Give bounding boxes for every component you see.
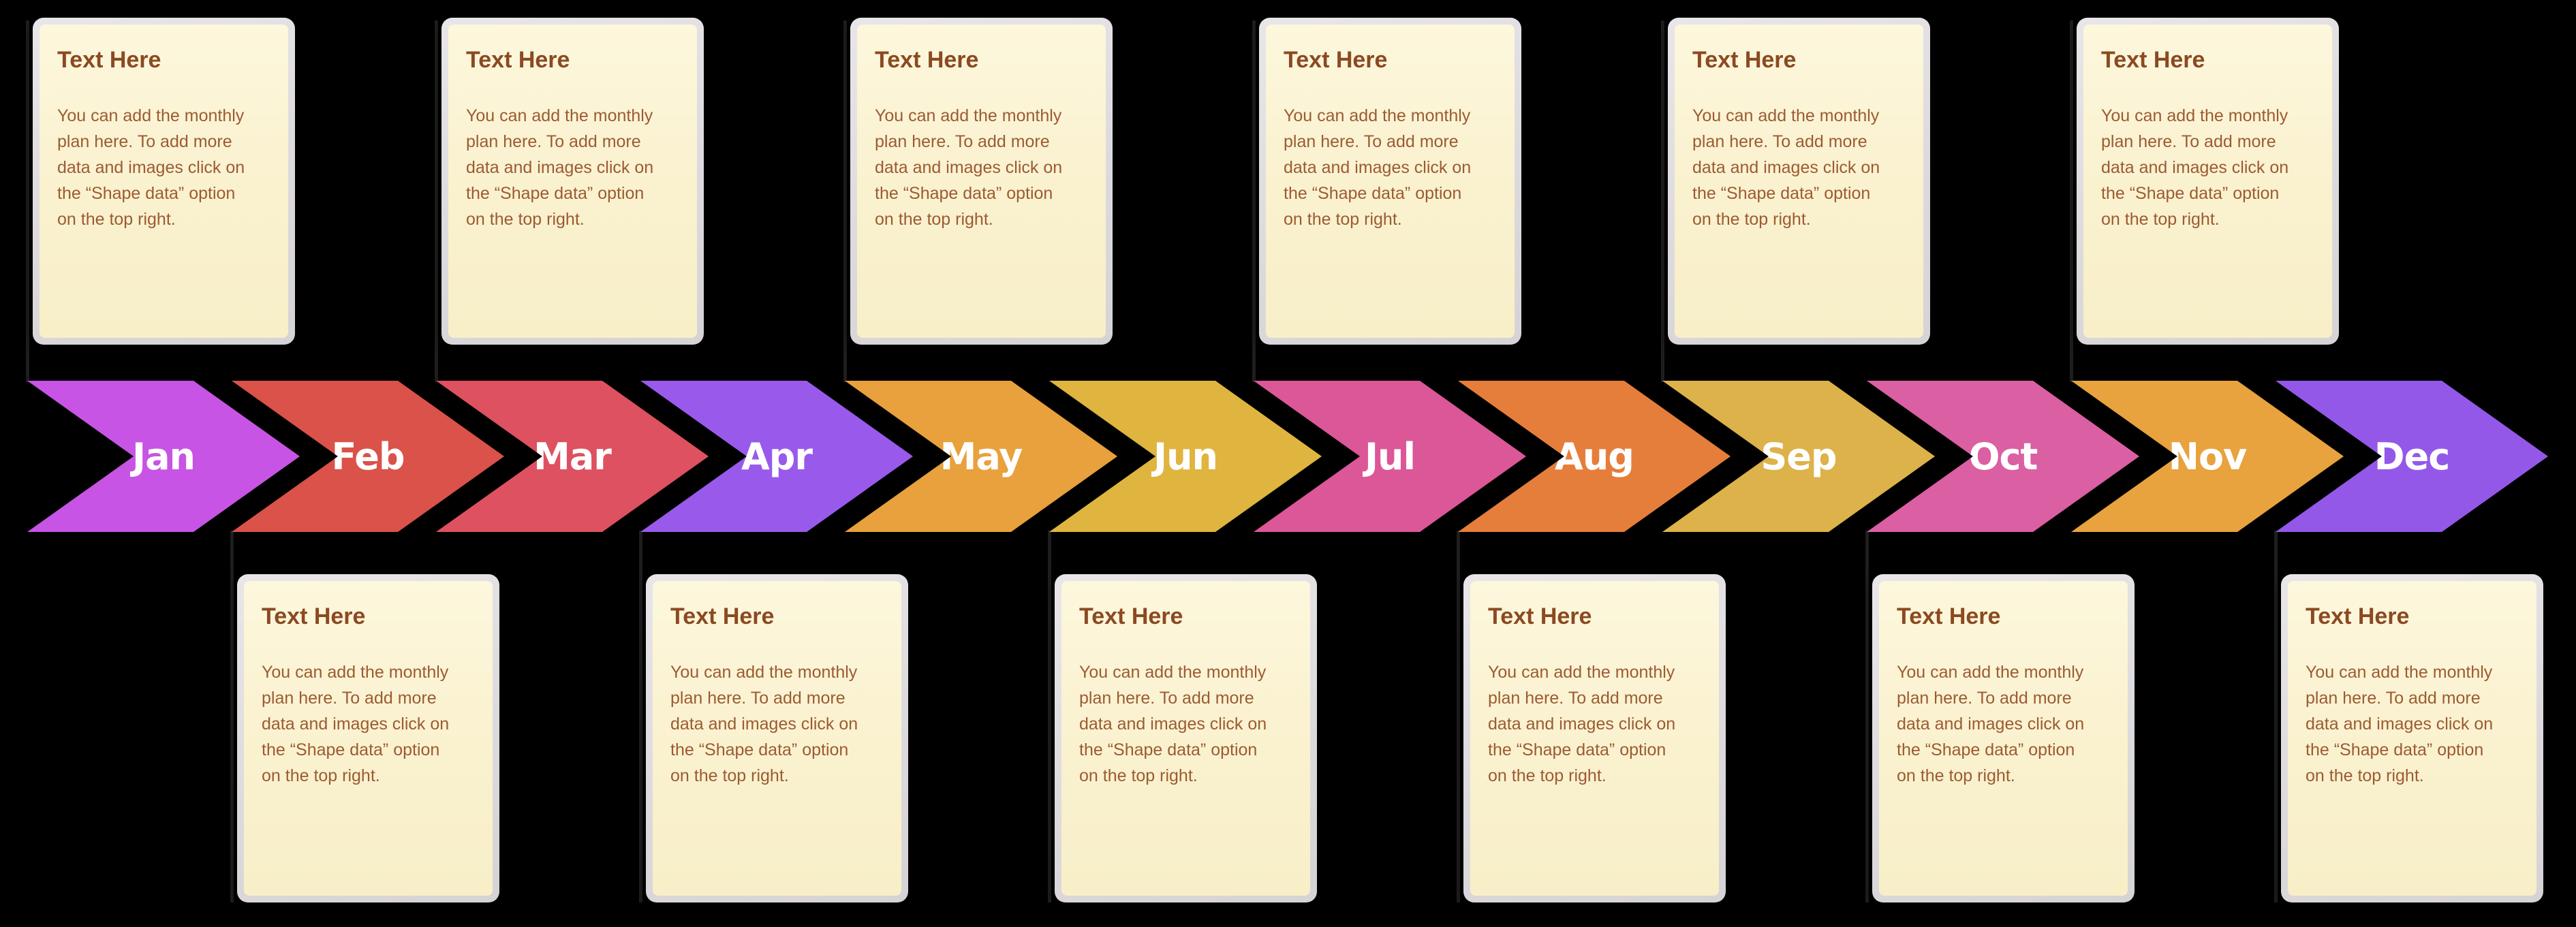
card-jan-inner: Text Here You can add the monthly plan h… bbox=[40, 25, 288, 338]
connector-feb bbox=[230, 531, 234, 902]
connector-sep bbox=[1661, 20, 1664, 382]
card-feb[interactable]: Text Here You can add the monthly plan h… bbox=[237, 574, 499, 902]
chevron-apr-label: Apr bbox=[741, 435, 813, 478]
connector-jan bbox=[26, 20, 29, 382]
card-title: Text Here bbox=[1079, 603, 1183, 629]
card-body: You can add the monthly plan here. To ad… bbox=[875, 106, 1063, 229]
card-body: You can add the monthly plan here. To ad… bbox=[1897, 662, 2085, 785]
card-nov[interactable]: Text Here You can add the monthly plan h… bbox=[2077, 18, 2339, 345]
connector-apr bbox=[639, 531, 642, 902]
card-jun[interactable]: Text Here You can add the monthly plan h… bbox=[1055, 574, 1317, 902]
card-sep[interactable]: Text Here You can add the monthly plan h… bbox=[1668, 18, 1930, 345]
card-oct[interactable]: Text Here You can add the monthly plan h… bbox=[1872, 574, 2135, 902]
card-title: Text Here bbox=[2306, 603, 2410, 629]
chevron-sep-label: Sep bbox=[1760, 435, 1837, 478]
card-title: Text Here bbox=[875, 47, 979, 73]
connector-may bbox=[843, 20, 847, 382]
card-feb-inner: Text Here You can add the monthly plan h… bbox=[244, 581, 493, 896]
connector-aug bbox=[1457, 531, 1460, 902]
card-jun-inner: Text Here You can add the monthly plan h… bbox=[1061, 581, 1310, 896]
card-title: Text Here bbox=[1692, 47, 1797, 73]
chevron-mar-label: Mar bbox=[533, 435, 612, 478]
chevron-dec-label: Dec bbox=[2374, 435, 2450, 478]
connector-nov bbox=[2070, 20, 2073, 382]
card-jul-inner: Text Here You can add the monthly plan h… bbox=[1266, 25, 1515, 338]
card-oct-inner: Text Here You can add the monthly plan h… bbox=[1879, 581, 2128, 896]
card-title: Text Here bbox=[262, 603, 366, 629]
chevron-may-label: May bbox=[940, 435, 1023, 478]
card-body: You can add the monthly plan here. To ad… bbox=[2101, 106, 2289, 229]
card-sep-inner: Text Here You can add the monthly plan h… bbox=[1675, 25, 1923, 338]
card-body: You can add the monthly plan here. To ad… bbox=[1692, 106, 1880, 229]
card-body: You can add the monthly plan here. To ad… bbox=[670, 662, 858, 785]
card-title: Text Here bbox=[1488, 603, 1592, 629]
connector-oct bbox=[1865, 531, 1869, 902]
card-body: You can add the monthly plan here. To ad… bbox=[57, 106, 245, 229]
card-body: You can add the monthly plan here. To ad… bbox=[2306, 662, 2494, 785]
card-mar[interactable]: Text Here You can add the monthly plan h… bbox=[441, 18, 704, 345]
card-title: Text Here bbox=[1284, 47, 1388, 73]
card-jan[interactable]: Text Here You can add the monthly plan h… bbox=[33, 18, 295, 345]
card-aug-inner: Text Here You can add the monthly plan h… bbox=[1470, 581, 1719, 896]
chevron-jun-label: Jun bbox=[1153, 435, 1218, 478]
connector-jul bbox=[1252, 20, 1256, 382]
card-apr-inner: Text Here You can add the monthly plan h… bbox=[653, 581, 901, 896]
card-nov-inner: Text Here You can add the monthly plan h… bbox=[2083, 25, 2332, 338]
card-dec[interactable]: Text Here You can add the monthly plan h… bbox=[2281, 574, 2543, 902]
card-jul[interactable]: Text Here You can add the monthly plan h… bbox=[1259, 18, 1521, 345]
chevron-aug-label: Aug bbox=[1555, 435, 1634, 478]
card-body: You can add the monthly plan here. To ad… bbox=[1488, 662, 1676, 785]
card-title: Text Here bbox=[466, 47, 570, 73]
card-body: You can add the monthly plan here. To ad… bbox=[262, 662, 450, 785]
connector-dec bbox=[2274, 531, 2278, 902]
card-body: You can add the monthly plan here. To ad… bbox=[1284, 106, 1472, 229]
card-body: You can add the monthly plan here. To ad… bbox=[466, 106, 654, 229]
chevron-nov-label: Nov bbox=[2168, 435, 2247, 478]
chevron-jan[interactable]: Jan bbox=[27, 381, 300, 532]
connector-mar bbox=[435, 20, 438, 382]
card-title: Text Here bbox=[670, 603, 775, 629]
card-title: Text Here bbox=[57, 47, 161, 73]
card-mar-inner: Text Here You can add the monthly plan h… bbox=[448, 25, 697, 338]
chevron-oct-label: Oct bbox=[1968, 435, 2038, 478]
chevron-jan-label: Jan bbox=[132, 435, 196, 478]
card-dec-inner: Text Here You can add the monthly plan h… bbox=[2288, 581, 2536, 896]
card-aug[interactable]: Text Here You can add the monthly plan h… bbox=[1463, 574, 1726, 902]
chevron-feb-label: Feb bbox=[331, 435, 405, 478]
card-may-inner: Text Here You can add the monthly plan h… bbox=[857, 25, 1106, 338]
card-apr[interactable]: Text Here You can add the monthly plan h… bbox=[646, 574, 908, 902]
connector-jun bbox=[1048, 531, 1051, 902]
chevron-jul-label: Jul bbox=[1364, 435, 1416, 478]
card-title: Text Here bbox=[2101, 47, 2205, 73]
card-body: You can add the monthly plan here. To ad… bbox=[1079, 662, 1267, 785]
card-may[interactable]: Text Here You can add the monthly plan h… bbox=[850, 18, 1113, 345]
card-title: Text Here bbox=[1897, 603, 2001, 629]
